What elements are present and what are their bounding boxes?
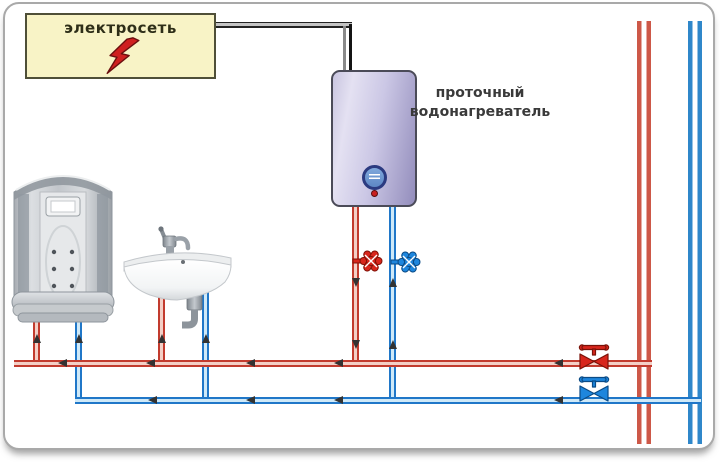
flow-arrow-cold-left-3: [334, 396, 343, 404]
flow-arrow-cold-left-1: [148, 396, 157, 404]
hot-riser-pipe: [637, 21, 651, 444]
cold-valve-heater-icon: [390, 251, 421, 273]
power-cable-vertical-gray: [343, 26, 346, 72]
flow-arrow-sink-hot-up: [157, 334, 166, 343]
power-supply-label: электросеть: [64, 19, 177, 37]
flow-arrow-cold-left-4: [554, 396, 563, 404]
cold-riser-pipe: [688, 21, 702, 444]
cold-pipe-heater: [389, 205, 396, 404]
flow-arrow-shower-cold-up: [74, 334, 83, 343]
heater-label-line2: водонагреватель: [409, 104, 551, 120]
hot-distribution-pipe: [14, 360, 652, 367]
flow-arrow-heater-cold-up-1: [388, 278, 397, 287]
cold-distribution-pipe: [75, 397, 701, 404]
cold-pipe-sink: [202, 287, 209, 404]
heater-label: проточный водонагреватель: [407, 84, 553, 122]
flow-arrow-hot-left-1: [58, 359, 67, 367]
flow-arrow-heater-hot-down-2: [351, 340, 360, 349]
power-cable-horizontal: [216, 22, 352, 28]
hot-pipe-sink: [158, 287, 165, 365]
shower-cabin: [11, 175, 115, 323]
flow-arrow-cold-left-2: [246, 396, 255, 404]
hot-valve-riser-icon: [578, 344, 610, 370]
cold-valve-riser-icon: [578, 376, 610, 402]
flow-arrow-hot-left-5: [554, 359, 563, 367]
flow-arrow-hot-left-2: [146, 359, 155, 367]
flow-arrow-heater-cold-up-2: [388, 340, 397, 349]
flow-arrow-hot-left-4: [334, 359, 343, 367]
water-heater: [331, 70, 417, 207]
power-supply-box: электросеть: [25, 13, 216, 79]
lightning-bolt-icon: [106, 37, 140, 75]
flow-arrow-sink-cold-up: [201, 334, 210, 343]
flow-arrow-shower-hot-up: [32, 334, 41, 343]
power-cable-vertical-black: [349, 24, 352, 72]
washbasin: [123, 226, 232, 329]
heater-dial: [362, 165, 387, 190]
heater-label-line1: проточный: [435, 85, 525, 101]
flow-arrow-hot-left-3: [246, 359, 255, 367]
flow-arrow-heater-hot-down-1: [351, 278, 360, 287]
heater-dial-vents: [369, 174, 380, 181]
heater-indicator-dot: [371, 190, 378, 197]
hot-valve-heater-icon: [352, 250, 383, 272]
